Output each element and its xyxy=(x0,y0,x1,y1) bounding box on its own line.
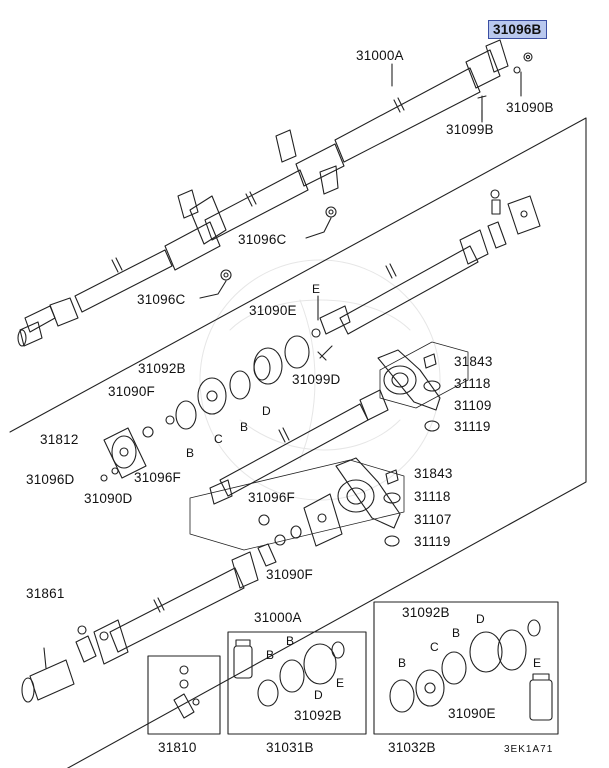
flange-31812 xyxy=(104,428,146,478)
letter-B-right-1: B xyxy=(398,656,407,670)
part-label-31031B[interactable]: 31031B xyxy=(266,740,314,755)
washer-31118-b xyxy=(384,493,400,503)
yoke-31096F-b xyxy=(258,515,285,566)
nut-31843-a xyxy=(424,354,436,368)
main-propeller-shaft-top xyxy=(18,40,508,346)
part-label-31096F-upper[interactable]: 31096F xyxy=(134,470,181,485)
washer-31118-a xyxy=(424,381,440,391)
kit-box-31810 xyxy=(148,656,220,734)
part-label-31109[interactable]: 31109 xyxy=(454,398,492,413)
part-label-31090E-right[interactable]: 31090E xyxy=(448,706,496,721)
center-bearing-31107 xyxy=(336,458,400,528)
part-label-31119-upper[interactable]: 31119 xyxy=(454,419,491,434)
ring-B-2 xyxy=(176,401,196,429)
part-label-31099D[interactable]: 31099D xyxy=(292,372,341,387)
part-label-31107[interactable]: 31107 xyxy=(414,512,452,527)
bolt-nut-31096B xyxy=(478,53,532,120)
part-label-31000A-bottom[interactable]: 31000A xyxy=(254,610,302,625)
part-label-31812[interactable]: 31812 xyxy=(40,432,79,447)
letter-D-kit: D xyxy=(314,688,323,702)
nut-31096C-lower xyxy=(221,270,231,280)
flange-yoke-upper xyxy=(488,190,540,248)
part-label-31096B-highlighted[interactable]: 31096B xyxy=(488,20,547,39)
cv-joint-D xyxy=(254,348,282,384)
part-label-31099B[interactable]: 31099B xyxy=(446,122,494,137)
universal-joint-lower xyxy=(76,626,108,662)
universal-joint-kit-31810 xyxy=(174,666,199,718)
part-label-31092B-right[interactable]: 31092B xyxy=(402,605,450,620)
part-label-31810[interactable]: 31810 xyxy=(158,740,197,755)
part-label-31090F-lower[interactable]: 31090F xyxy=(266,567,313,582)
front-propeller-shaft xyxy=(210,390,388,504)
clip-e-top xyxy=(312,329,320,337)
bolt-31099D xyxy=(318,346,332,360)
center-bearing-31109 xyxy=(378,350,440,410)
part-label-31096C-upper[interactable]: 31096C xyxy=(238,232,287,247)
boot-ring-31090E xyxy=(285,336,309,368)
letter-B-right-2: B xyxy=(452,626,461,640)
cv-joint-kit-31032B xyxy=(390,620,552,720)
washer-31090F-b xyxy=(291,526,301,538)
part-label-31096C-lower[interactable]: 31096C xyxy=(137,292,186,307)
letter-B-1: B xyxy=(186,446,195,460)
letter-B-kit-2: B xyxy=(286,634,295,648)
letter-B-2: B xyxy=(240,420,249,434)
letter-C-right: C xyxy=(430,640,439,654)
part-label-31843-lower[interactable]: 31843 xyxy=(414,466,453,481)
nut-31096D xyxy=(101,475,107,481)
part-label-31861[interactable]: 31861 xyxy=(26,586,65,601)
part-label-31119-lower[interactable]: 31119 xyxy=(414,534,451,549)
mid-propeller-shaft xyxy=(320,230,488,334)
main-propeller-shaft-bottom xyxy=(94,552,258,664)
washer-31092B xyxy=(166,416,174,424)
kit-box-31031B xyxy=(228,632,366,734)
part-label-31118-lower[interactable]: 31118 xyxy=(414,489,451,504)
nut-31119-b xyxy=(385,536,399,546)
diagram-code: 3EK1A71 xyxy=(504,744,554,755)
nut-31119-a xyxy=(425,421,439,431)
part-label-31090B[interactable]: 31090B xyxy=(506,100,554,115)
part-label-31090D[interactable]: 31090D xyxy=(84,491,133,506)
part-label-31092B-mid[interactable]: 31092B xyxy=(138,361,186,376)
part-label-31118-upper[interactable]: 31118 xyxy=(454,376,491,391)
nut-31843-b xyxy=(386,470,398,484)
boot-kit-31031B xyxy=(234,640,344,706)
cv-joint-C xyxy=(198,378,226,414)
slip-yoke-31861 xyxy=(22,648,74,702)
letter-D-1: D xyxy=(262,404,271,418)
letter-B-kit-1: B xyxy=(266,648,275,662)
letter-E-top: E xyxy=(312,282,321,296)
letter-C-1: C xyxy=(214,432,223,446)
part-label-31096D[interactable]: 31096D xyxy=(26,472,75,487)
nut-31096C-upper xyxy=(326,207,336,217)
washer-31090F xyxy=(143,427,153,437)
part-label-31090E-mid[interactable]: 31090E xyxy=(249,303,297,318)
letter-D-right: D xyxy=(476,612,485,626)
kit-box-31032B xyxy=(374,602,558,734)
letter-E-right: E xyxy=(533,656,542,670)
assembly-frame xyxy=(10,118,586,768)
part-label-31090F-upper[interactable]: 31090F xyxy=(108,384,155,399)
ring-B-1 xyxy=(230,371,250,399)
part-label-31032B[interactable]: 31032B xyxy=(388,740,436,755)
part-label-31843-upper[interactable]: 31843 xyxy=(454,354,493,369)
flange-yoke-mid xyxy=(304,494,342,546)
part-label-31092B-kit[interactable]: 31092B xyxy=(294,708,342,723)
washer-31090D xyxy=(112,468,118,474)
part-label-31096F-lower[interactable]: 31096F xyxy=(248,490,295,505)
letter-E-kit: E xyxy=(336,676,345,690)
part-label-31000A-top[interactable]: 31000A xyxy=(356,48,404,63)
